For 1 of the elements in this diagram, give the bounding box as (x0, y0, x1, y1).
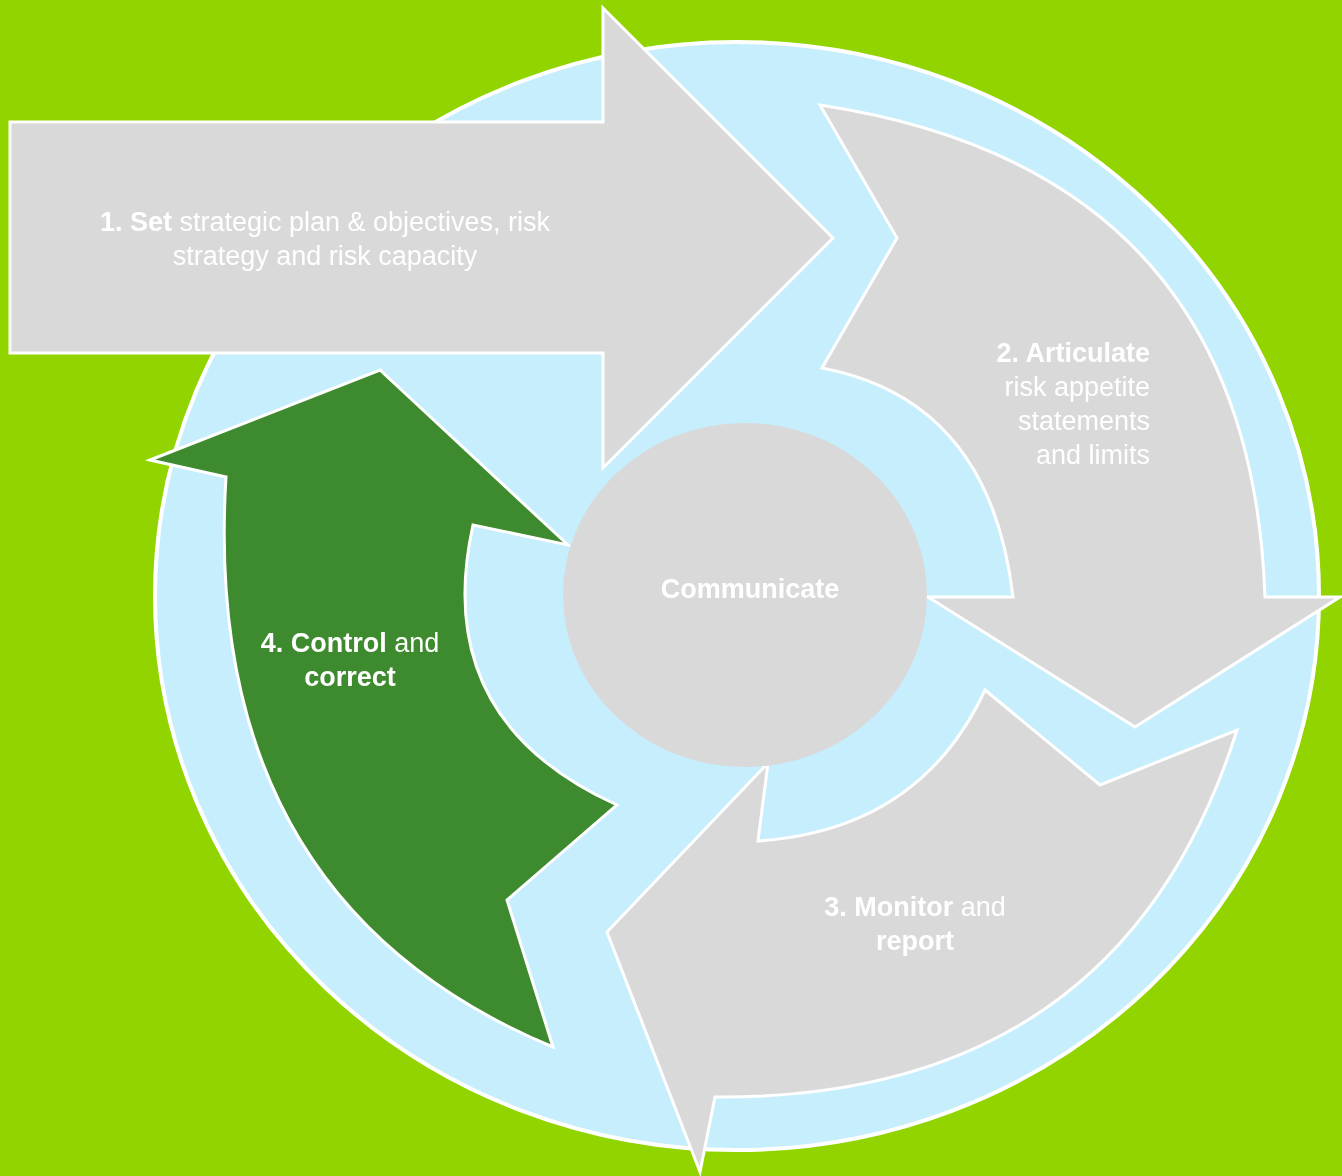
step-label: 4. Control and correct (259, 627, 441, 694)
